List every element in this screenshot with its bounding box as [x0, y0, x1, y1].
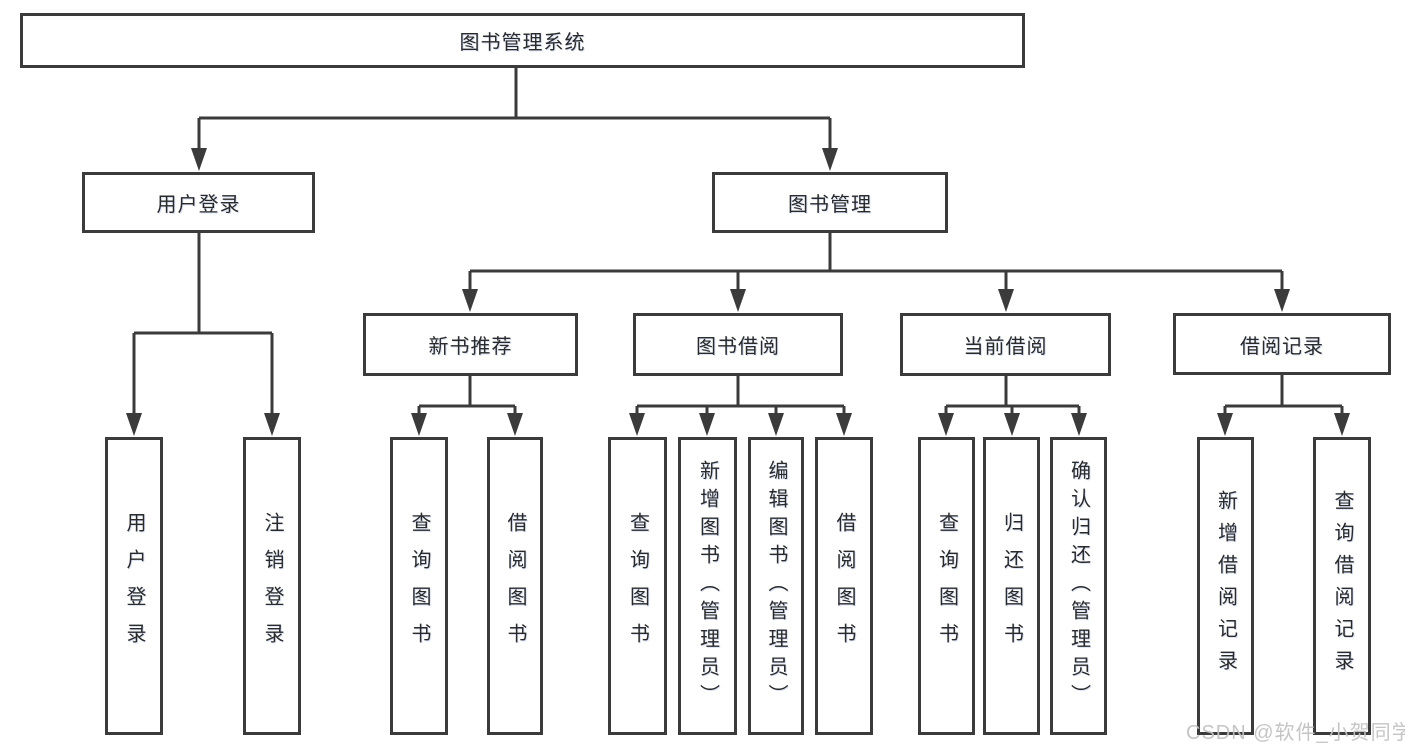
arrowhead-icon — [264, 413, 280, 436]
leaf-borrow-books-recommend: 借阅图书 — [487, 437, 543, 735]
node-library-system-label: 图书管理系统 — [459, 32, 586, 54]
leaf-user-login: 用户登录 — [105, 437, 163, 735]
watermark: CSDN @软件_小贺同学 — [1186, 722, 1405, 744]
arrowhead-icon — [462, 289, 478, 312]
leaf-query-borrow-record: 查询借阅记录 — [1313, 437, 1371, 735]
arrowhead-icon — [938, 413, 954, 436]
arrowhead-icon — [822, 148, 838, 171]
arrowhead-icon — [507, 413, 523, 436]
arrowhead-icon — [699, 413, 715, 436]
arrowhead-icon — [730, 289, 746, 312]
leaf-edit-books-admin-label: 编辑图书（管理员） — [765, 460, 787, 712]
node-user-login: 用户登录 — [82, 172, 315, 233]
leaf-return-books: 归还图书 — [983, 437, 1040, 735]
leaf-borrow-books: 借阅图书 — [815, 437, 873, 735]
leaf-query-borrow-record-label: 查询借阅记录 — [1331, 490, 1353, 682]
leaf-query-books-recommend-label: 查询图书 — [408, 512, 430, 660]
node-new-book-recommend-label: 新书推荐 — [428, 336, 513, 358]
leaf-borrow-books-recommend-label: 借阅图书 — [504, 512, 526, 660]
arrowhead-icon — [1274, 289, 1290, 312]
node-borrow-records-label: 借阅记录 — [1240, 335, 1324, 358]
arrowhead-icon — [191, 148, 207, 171]
node-book-management-label: 图书管理 — [788, 194, 872, 216]
arrowhead-icon — [1217, 413, 1233, 436]
leaf-borrow-books-label: 借阅图书 — [833, 512, 855, 660]
node-new-book-recommend: 新书推荐 — [363, 313, 578, 376]
leaf-edit-books-admin: 编辑图书（管理员） — [748, 437, 804, 735]
arrowhead-icon — [998, 289, 1014, 312]
node-current-borrow-label: 当前借阅 — [963, 336, 1048, 358]
arrowhead-icon — [411, 413, 427, 436]
node-current-borrow: 当前借阅 — [900, 313, 1111, 376]
arrowhead-icon — [1004, 413, 1020, 436]
leaf-confirm-return-admin: 确认归还（管理员） — [1050, 437, 1107, 735]
arrowhead-icon — [629, 413, 645, 436]
leaf-add-books-admin: 新增图书（管理员） — [678, 437, 737, 735]
leaf-return-books-label: 归还图书 — [1000, 512, 1023, 660]
leaf-logout-label: 注销登录 — [261, 512, 283, 660]
leaf-confirm-return-admin-label: 确认归还（管理员） — [1067, 460, 1090, 712]
node-book-borrow-label: 图书借阅 — [696, 336, 780, 358]
leaf-add-borrow-record-label: 新增借阅记录 — [1214, 490, 1237, 682]
arrowhead-icon — [1334, 413, 1350, 436]
node-book-borrow: 图书借阅 — [633, 313, 843, 376]
arrowhead-icon — [768, 413, 784, 436]
leaf-logout: 注销登录 — [243, 437, 301, 735]
arrowhead-icon — [836, 413, 852, 436]
node-user-login-label: 用户登录 — [156, 194, 241, 216]
leaf-query-books-borrow: 查询图书 — [608, 437, 667, 735]
node-library-system: 图书管理系统 — [20, 13, 1025, 68]
node-book-management: 图书管理 — [712, 172, 948, 233]
leaf-user-login-label: 用户登录 — [123, 512, 145, 660]
arrowhead-icon — [1071, 413, 1087, 436]
leaf-query-books-recommend: 查询图书 — [390, 437, 448, 735]
leaf-add-borrow-record: 新增借阅记录 — [1197, 437, 1254, 735]
node-borrow-records: 借阅记录 — [1173, 313, 1391, 375]
leaf-query-books-borrow-label: 查询图书 — [626, 512, 649, 660]
leaf-add-books-admin-label: 新增图书（管理员） — [696, 460, 719, 712]
arrowhead-icon — [126, 413, 142, 436]
leaf-query-books-current-label: 查询图书 — [935, 512, 958, 660]
leaf-query-books-current: 查询图书 — [918, 437, 975, 735]
